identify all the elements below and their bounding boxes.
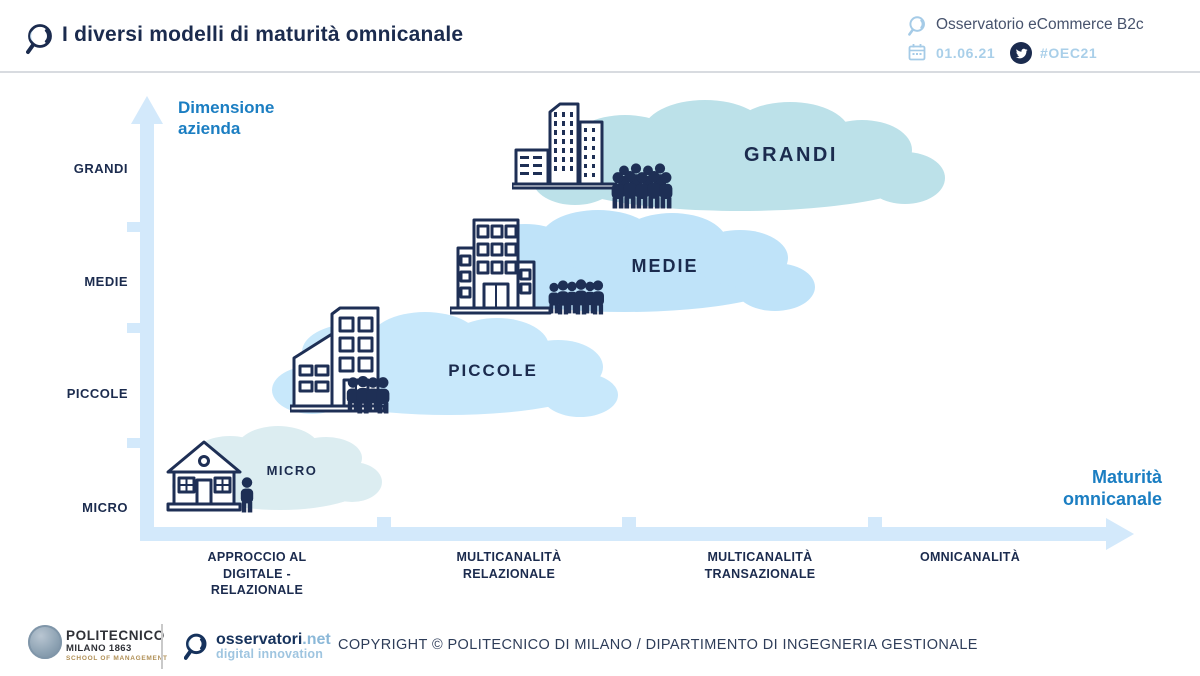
osservatori-logo-icon (26, 24, 52, 54)
footer-divider (161, 624, 163, 669)
y-axis-line (140, 122, 154, 528)
brand-name: Osservatorio eCommerce B2c (936, 16, 1144, 33)
cluster-label-medie: MEDIE (631, 256, 699, 276)
y-axis-tick (127, 323, 141, 333)
brand-magnifier-icon (908, 16, 925, 36)
medium-building-icon (450, 218, 604, 315)
politecnico-seal (28, 625, 62, 659)
osservatori-name: osservatori (216, 631, 303, 648)
x-axis-tick (868, 517, 882, 527)
header: I diversi modelli di maturità omnicanale… (0, 0, 1200, 73)
osservatori-domain: .net (302, 631, 331, 648)
x-tick-label-multicanalita-transazionale: MULTICANALITÀ TRANSAZIONALE (704, 550, 816, 581)
y-tick-label-medie: MEDIE (84, 274, 128, 289)
y-axis-title: Dimensione azienda (178, 98, 275, 138)
y-axis-arrowhead (131, 96, 163, 124)
hashtag-label: #OEC21 (1040, 45, 1098, 61)
y-tick-label-micro: MICRO (82, 500, 128, 515)
osservatori-logo: osservatori.net digital innovation (216, 632, 331, 661)
small-building-icon (290, 306, 390, 414)
cluster-label-piccole: PICCOLE (448, 361, 538, 380)
x-axis-tick (622, 517, 636, 527)
politecnico-sub: MILANO 1863 (66, 643, 132, 654)
x-tick-label-multicanalita-relazionale: MULTICANALITÀ RELAZIONALE (456, 550, 562, 581)
calendar-icon (908, 44, 926, 61)
osservatori-footer-icon (184, 633, 207, 660)
house-icon (166, 440, 254, 513)
x-axis-arrowhead (1106, 518, 1134, 550)
politecnico-school: SCHOOL OF MANAGEMENT (66, 655, 168, 662)
cluster-label-grandi: GRANDI (744, 144, 838, 166)
y-tick-label-grandi: GRANDI (73, 161, 128, 176)
y-tick-label-piccole: PICCOLE (66, 386, 128, 401)
twitter-icon (1010, 42, 1032, 64)
x-axis-tick (377, 517, 391, 527)
y-axis-tick (127, 222, 141, 232)
medie-cloud (460, 210, 815, 312)
osservatori-tagline: digital innovation (216, 647, 324, 661)
date-label: 01.06.21 (936, 45, 996, 61)
x-axis-line (140, 527, 1106, 541)
copyright-text: COPYRIGHT © POLITECNICO DI MILANO / DIPA… (338, 637, 978, 653)
city-buildings-icon (512, 102, 673, 209)
cluster-label-micro: MICRO (266, 463, 318, 478)
x-axis-title: Maturità omnicanale (1062, 467, 1162, 509)
page-title: I diversi modelli di maturità omnicanale (62, 23, 464, 46)
y-axis-tick (127, 438, 141, 448)
x-tick-label-omnicanalita: OMNICANALITÀ (919, 550, 1021, 564)
x-tick-label-approccio: APPROCCIO AL DIGITALE - RELAZIONALE (207, 550, 307, 597)
politecnico-name: POLITECNICO (66, 628, 165, 643)
politecnico-logo: POLITECNICO MILANO 1863 SCHOOL OF MANAGE… (66, 629, 168, 663)
